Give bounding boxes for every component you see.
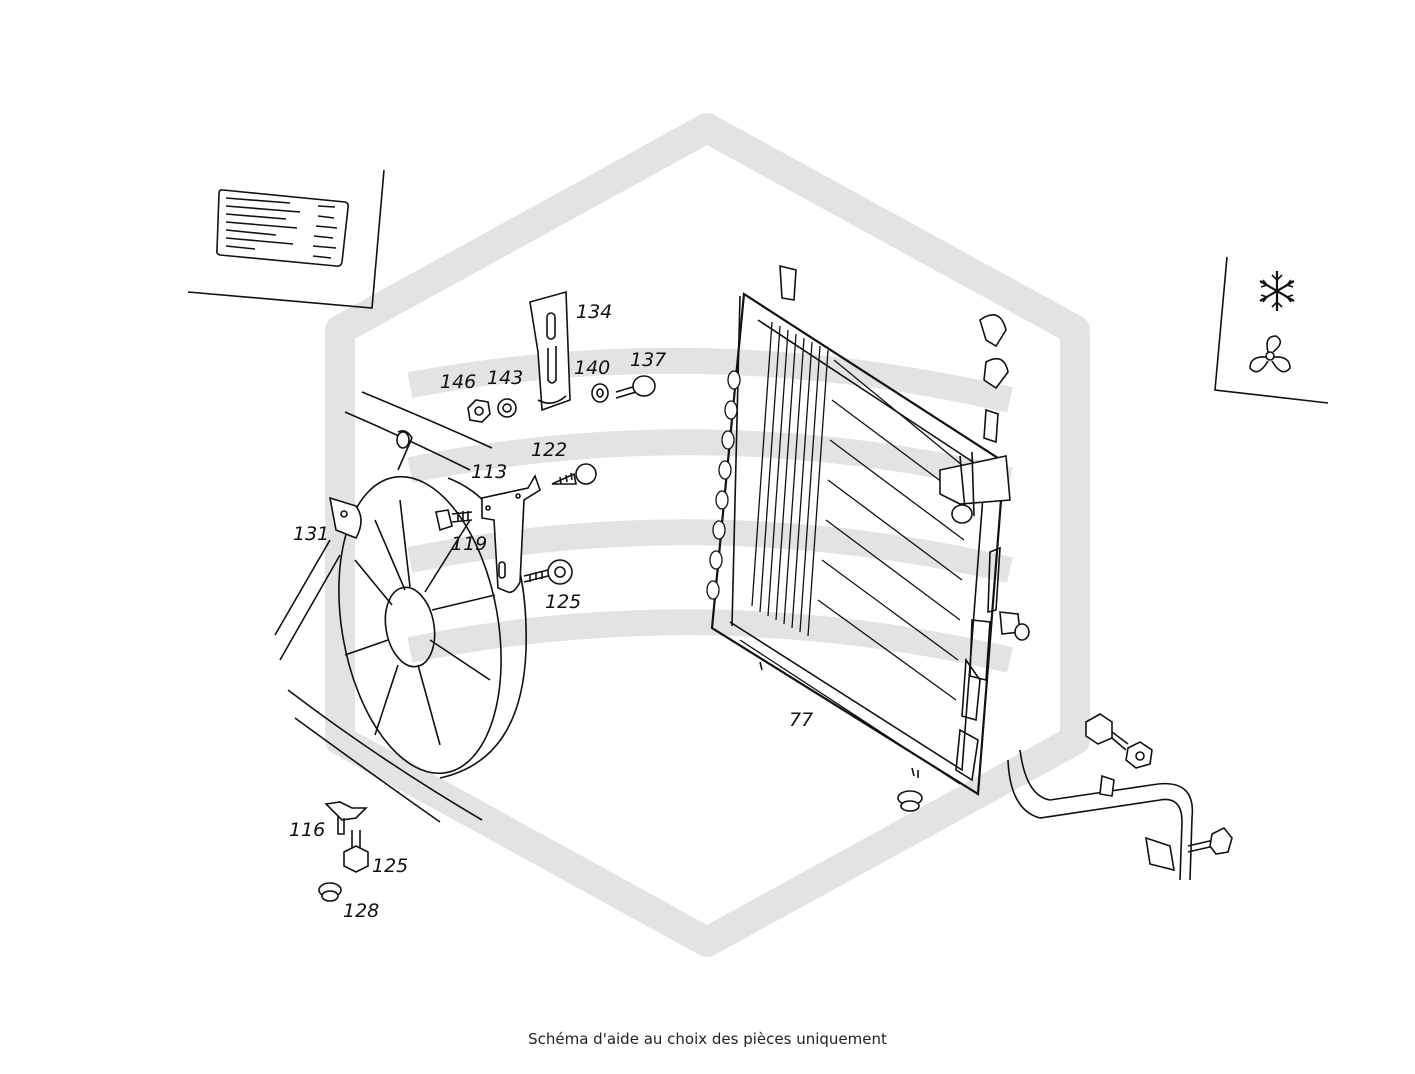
label-116: 116 bbox=[289, 819, 325, 841]
label-plate-icon bbox=[187, 169, 385, 309]
watermark-logo bbox=[325, 113, 1090, 957]
label-137: 137 bbox=[630, 349, 666, 371]
climate-icon-group bbox=[1214, 256, 1329, 404]
label-119: 119 bbox=[451, 533, 487, 555]
label-134: 134 bbox=[576, 301, 612, 323]
hardware-plate-134 bbox=[529, 290, 571, 412]
hardware-screw-122 bbox=[551, 463, 597, 485]
hardware-grommet bbox=[897, 790, 923, 812]
label-125-bottom: 125 bbox=[372, 855, 408, 877]
condenser-77 bbox=[706, 264, 1030, 796]
hardware-nut-146 bbox=[467, 399, 491, 423]
hardware-washer-140 bbox=[591, 383, 609, 403]
label-125-top: 125 bbox=[545, 591, 581, 613]
hardware-bolt-125a bbox=[523, 559, 573, 585]
hardware-clip-116 bbox=[324, 801, 368, 835]
label-128: 128 bbox=[343, 900, 379, 922]
disclaimer-caption: Schéma d'aide au choix des pièces unique… bbox=[528, 1030, 887, 1048]
pipe-assembly bbox=[1007, 713, 1233, 881]
label-77: 77 bbox=[789, 709, 813, 731]
label-140: 140 bbox=[574, 357, 610, 379]
label-131: 131 bbox=[293, 523, 329, 545]
label-146: 146 bbox=[440, 371, 476, 393]
label-113: 113 bbox=[471, 461, 507, 483]
fan-icon bbox=[1249, 335, 1291, 373]
hardware-bolt-125b bbox=[343, 830, 369, 873]
label-122: 122 bbox=[531, 439, 567, 461]
hardware-bolt-119 bbox=[435, 509, 473, 532]
label-143: 143 bbox=[487, 367, 523, 389]
snowflake-icon bbox=[1259, 271, 1295, 311]
bracket-113 bbox=[481, 474, 541, 594]
hardware-bolt-137 bbox=[615, 375, 656, 399]
hardware-grommet-128 bbox=[318, 882, 342, 902]
hardware-washer-143 bbox=[497, 398, 517, 418]
